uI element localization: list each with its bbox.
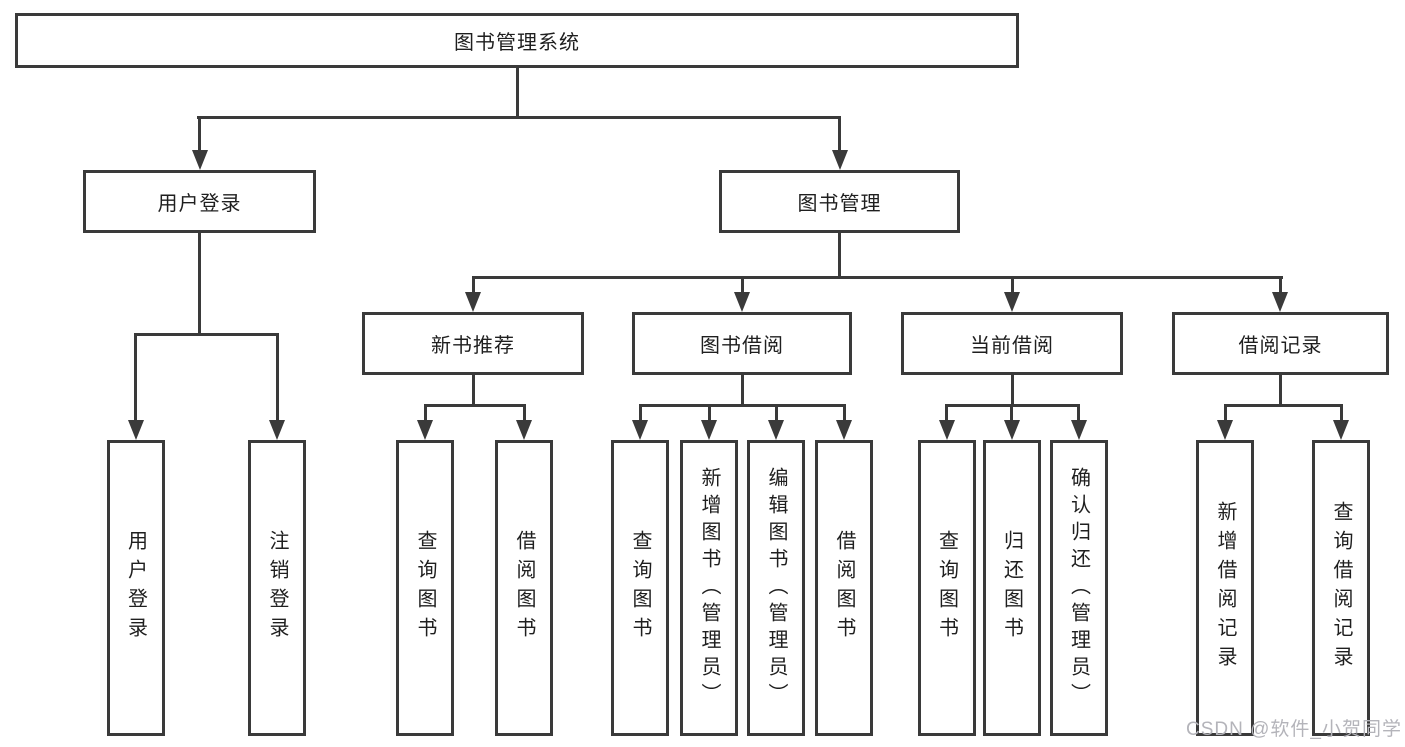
leaf-borrow-query-books: 查询图书	[611, 440, 669, 736]
tree-line	[515, 68, 519, 118]
tree-line	[707, 404, 711, 422]
tree-line	[197, 116, 841, 119]
leaf-label: 归还图书	[1000, 530, 1023, 646]
arrowhead-down-icon	[1272, 292, 1288, 312]
tree-line	[471, 276, 1283, 279]
tree-line	[638, 404, 642, 422]
arrowhead-down-icon	[1003, 420, 1020, 440]
node-user-login: 用户登录	[83, 170, 316, 233]
leaf-borrow-edit-books-admin: 编辑图书（管理员）	[747, 440, 805, 736]
leaf-label: 查询图书	[414, 530, 436, 646]
leaf-logout: 注销登录	[248, 440, 306, 736]
arrowhead-down-icon	[191, 150, 208, 170]
tree-line	[471, 276, 475, 294]
arrowhead-down-icon	[831, 150, 848, 170]
leaf-label: 新增图书（管理员）	[698, 466, 720, 710]
tree-line	[1077, 404, 1080, 422]
tree-line	[1010, 276, 1014, 294]
leaf-borrow-borrow-books: 借阅图书	[815, 440, 873, 736]
arrowhead-down-icon	[417, 420, 433, 440]
arrowhead-down-icon	[127, 420, 144, 440]
leaf-borrow-add-books-admin: 新增图书（管理员）	[680, 440, 738, 736]
node-label: 用户登录	[157, 193, 242, 215]
tree-line	[134, 333, 137, 422]
node-borrowing-records: 借阅记录	[1172, 312, 1389, 375]
leaf-label: 查询图书	[935, 530, 958, 646]
arrowhead-down-icon	[516, 420, 532, 440]
node-label: 当前借阅	[970, 335, 1054, 357]
leaf-label: 注销登录	[266, 530, 288, 646]
tree-line	[945, 404, 948, 422]
node-label: 图书借阅	[700, 335, 784, 357]
leaf-records-add-record: 新增借阅记录	[1196, 440, 1254, 736]
node-label: 图书管理	[797, 193, 882, 215]
tree-line	[774, 404, 778, 422]
leaf-label: 查询图书	[629, 530, 651, 646]
tree-line	[198, 233, 201, 336]
tree-line	[1278, 276, 1282, 294]
arrowhead-down-icon	[632, 420, 648, 440]
node-new-book-recommend: 新书推荐	[362, 312, 584, 375]
node-book-borrowing: 图书借阅	[632, 312, 852, 375]
node-label: 新书推荐	[431, 335, 515, 357]
node-system-root: 图书管理系统	[15, 13, 1019, 68]
tree-line	[1010, 404, 1013, 422]
csdn-watermark: CSDN @软件_小贺同学	[1186, 719, 1402, 740]
leaf-current-return-books: 归还图书	[982, 440, 1041, 736]
tree-line	[740, 375, 744, 406]
tree-line	[1278, 375, 1282, 406]
arrowhead-down-icon	[768, 420, 784, 440]
arrowhead-down-icon	[269, 420, 285, 440]
leaf-label: 借阅图书	[833, 530, 855, 646]
leaf-label: 编辑图书（管理员）	[765, 466, 787, 710]
leaf-label: 新增借阅记录	[1214, 501, 1236, 675]
tree-line	[740, 276, 744, 294]
tree-line	[838, 116, 841, 152]
arrowhead-down-icon	[1070, 420, 1087, 440]
leaf-newbook-borrow-books: 借阅图书	[495, 440, 553, 736]
tree-line	[134, 333, 279, 336]
tree-line	[423, 404, 427, 422]
leaf-current-query-books: 查询图书	[917, 440, 976, 736]
tree-line	[198, 116, 201, 152]
node-current-borrowing: 当前借阅	[901, 312, 1123, 375]
node-label: 图书管理系统	[454, 32, 580, 54]
tree-line	[275, 333, 279, 422]
tree-line	[1339, 404, 1343, 422]
tree-line	[842, 404, 846, 422]
arrowhead-down-icon	[465, 292, 481, 312]
tree-line	[1223, 404, 1343, 407]
leaf-label: 查询借阅记录	[1330, 501, 1352, 675]
tree-line	[838, 233, 841, 278]
arrowhead-down-icon	[1004, 292, 1020, 312]
arrowhead-down-icon	[938, 420, 955, 440]
tree-line	[1010, 375, 1014, 406]
leaf-label: 借阅图书	[513, 530, 535, 646]
arrowhead-down-icon	[836, 420, 852, 440]
leaf-newbook-query-books: 查询图书	[396, 440, 454, 736]
arrowhead-down-icon	[734, 292, 750, 312]
arrowhead-down-icon	[1333, 420, 1349, 440]
tree-line	[424, 404, 526, 407]
tree-line	[1223, 404, 1227, 422]
arrowhead-down-icon	[1217, 420, 1233, 440]
leaf-user-login: 用户登录	[106, 440, 165, 736]
node-book-management: 图书管理	[719, 170, 960, 233]
leaf-label: 确认归还（管理员）	[1067, 466, 1090, 710]
arrowhead-down-icon	[701, 420, 717, 440]
tree-line	[471, 375, 475, 406]
tree-line	[638, 404, 846, 407]
node-label: 借阅记录	[1238, 335, 1323, 357]
leaf-records-query-record: 查询借阅记录	[1312, 440, 1370, 736]
leaf-label: 用户登录	[124, 530, 147, 646]
leaf-current-confirm-return-admin: 确认归还（管理员）	[1049, 440, 1108, 736]
tree-line	[522, 404, 526, 422]
